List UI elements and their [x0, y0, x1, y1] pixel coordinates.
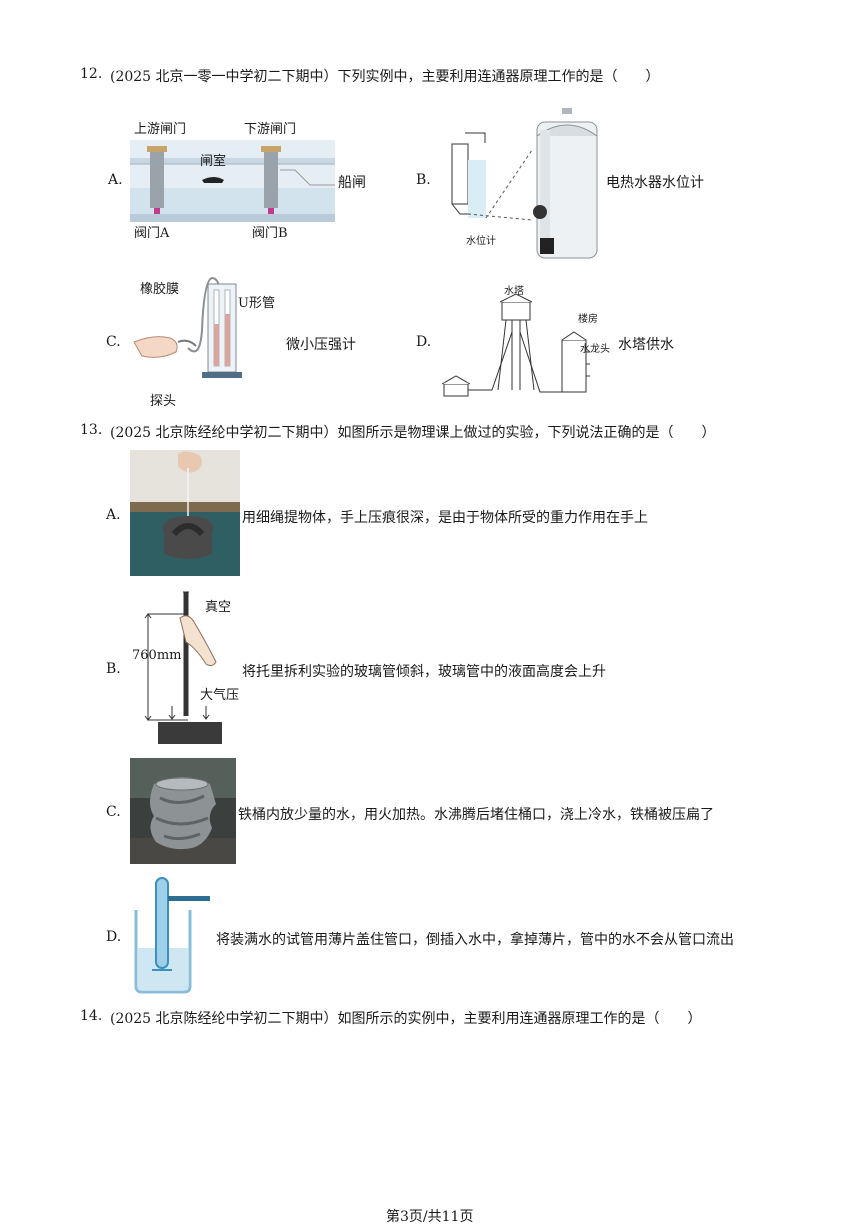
- q14-number: 14.: [80, 1008, 103, 1024]
- q13-option-c-text: 铁桶内放少量的水，用火加热。水沸腾后堵住桶口，浇上冷水，铁桶被压扁了: [238, 807, 714, 823]
- water-heater-figure: [451, 108, 598, 259]
- q13-stem: (2025 北京陈经纶中学初二下期中）如图所示是物理课上做过的实验，下列说法正确…: [110, 425, 716, 441]
- valve-a-tag: 阀门A: [134, 226, 170, 241]
- q13-option-a-label: A.: [106, 507, 121, 523]
- q13-number: 13.: [80, 422, 103, 438]
- q12-option-d-label: D.: [416, 334, 432, 350]
- q12-option-b-caption: 电热水器水位计: [606, 175, 704, 191]
- torricelli-experiment-figure: [144, 591, 222, 744]
- water-tower-tag: 水塔: [504, 286, 524, 297]
- inverted-test-tube-figure: [134, 877, 210, 994]
- 760mm-tag: 760mm: [132, 648, 182, 663]
- crushed-bucket-photo: [130, 758, 236, 864]
- vacuum-tag: 真空: [205, 600, 232, 615]
- q13-option-a-text: 用细绳提物体，手上压痕很深，是由于物体所受的重力作用在手上: [242, 510, 648, 526]
- u-tube-manometer-figure: [133, 276, 242, 378]
- upstream-gate-tag: 上游闸门: [134, 122, 187, 137]
- faucet-tag: 水龙头: [580, 344, 610, 355]
- downstream-gate-tag: 下游闸门: [244, 122, 297, 137]
- q14-stem: (2025 北京陈经纶中学初二下期中）如图所示的实例中，主要利用连通器原理工作的…: [110, 1011, 702, 1027]
- q12-option-b-label: B.: [416, 172, 431, 188]
- valve-b-tag: 阀门B: [252, 226, 288, 241]
- q13-option-b-text: 将托里拆利实验的玻璃管倾斜，玻璃管中的液面高度会上升: [242, 664, 606, 680]
- probe-tag: 探头: [150, 394, 177, 409]
- q12-option-a-label: A.: [108, 172, 123, 188]
- atmospheric-pressure-tag: 大气压: [200, 688, 240, 703]
- lock-chamber-tag: 闸室: [200, 154, 227, 169]
- weight-string-photo: [130, 450, 240, 576]
- water-gauge-tag: 水位计: [466, 236, 496, 247]
- water-tower-figure: [441, 293, 590, 397]
- q12-number: 12.: [80, 66, 103, 82]
- q12-option-c-label: C.: [106, 334, 121, 350]
- q13-option-d-label: D.: [106, 929, 122, 945]
- u-tube-tag: U形管: [238, 296, 275, 311]
- q13-option-d-text: 将装满水的试管用薄片盖住管口，倒插入水中，拿掉薄片，管中的水不会从管口流出: [216, 932, 734, 948]
- q12-option-d-caption: 水塔供水: [618, 337, 674, 353]
- q13-option-b-label: B.: [106, 661, 121, 677]
- rubber-membrane-tag: 橡胶膜: [140, 282, 180, 297]
- q12-stem: (2025 北京一零一中学初二下期中）下列实例中，主要利用连通器原理工作的是（ …: [110, 69, 660, 85]
- q12-option-a-caption: 船闸: [338, 175, 366, 191]
- q13-option-c-label: C.: [106, 804, 121, 820]
- ship-lock-figure: [130, 140, 335, 222]
- page-footer: 第3页/共11页: [386, 1209, 474, 1225]
- building-tag: 楼房: [578, 314, 598, 325]
- q12-option-c-caption: 微小压强计: [286, 337, 356, 353]
